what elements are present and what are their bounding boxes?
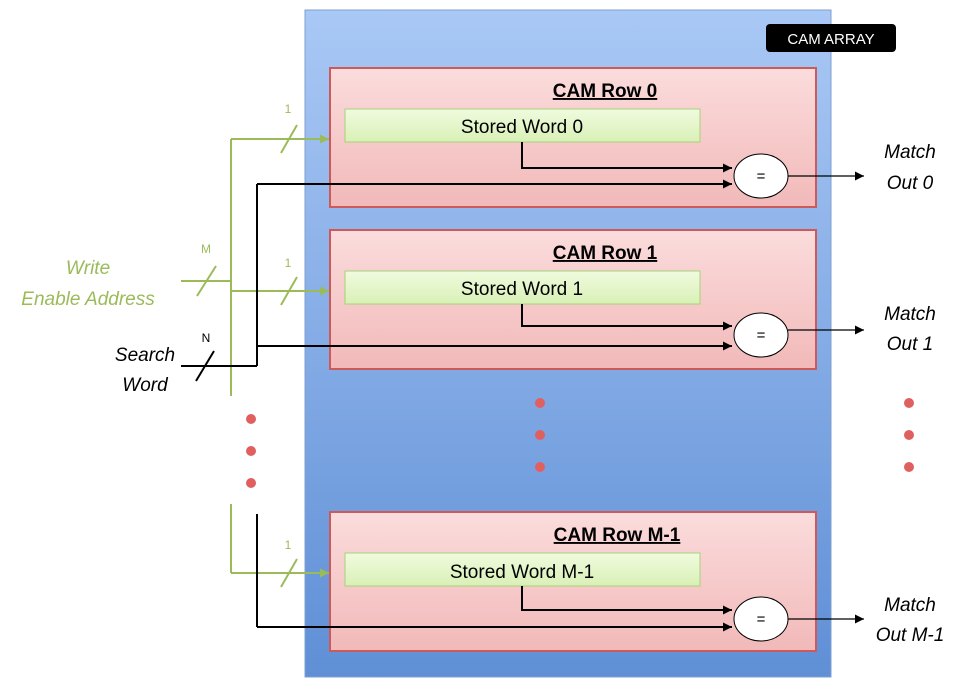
cam-row-1: CAM Row 1 Stored Word 1 = bbox=[329, 229, 817, 370]
write-enable-bus bbox=[181, 124, 329, 588]
svg-text:Match: Match bbox=[884, 595, 936, 616]
write-bus-width-labels: 1 1 1 M bbox=[201, 102, 292, 552]
comparator-symbol: = bbox=[757, 327, 766, 344]
cam-row-m-1: CAM Row M-1 Stored Word M-1 = bbox=[329, 511, 817, 652]
svg-text:Enable Address: Enable Address bbox=[21, 289, 155, 310]
svg-text:Out M-1: Out M-1 bbox=[876, 625, 945, 646]
svg-text:1: 1 bbox=[285, 538, 292, 552]
svg-text:Match: Match bbox=[884, 142, 936, 163]
svg-text:Write: Write bbox=[66, 258, 110, 279]
svg-text:CAM ARRAY: CAM ARRAY bbox=[787, 31, 874, 48]
comparator bbox=[733, 312, 789, 358]
stored-word-wires bbox=[521, 142, 732, 615]
cam-row-0: CAM Row 0 Stored Word 0 = bbox=[329, 67, 817, 208]
svg-text:Search: Search bbox=[115, 345, 175, 366]
match-out-labels: Match Out 0 Match Out 1 Match Out M-1 bbox=[876, 142, 945, 646]
svg-text:Word: Word bbox=[122, 375, 169, 396]
stored-word-label: Stored Word 1 bbox=[461, 279, 583, 300]
search-word-bus bbox=[181, 179, 732, 632]
cam-array-badge: CAM ARRAY bbox=[766, 24, 896, 52]
svg-text:M: M bbox=[201, 242, 211, 256]
cam-row-title: CAM Row 1 bbox=[553, 243, 658, 264]
search-word-label: Search Word bbox=[115, 345, 175, 396]
stored-word-label: Stored Word M-1 bbox=[450, 562, 594, 583]
svg-text:Out 0: Out 0 bbox=[887, 173, 934, 194]
svg-text:Match: Match bbox=[884, 304, 936, 325]
search-bus-width-label: N bbox=[202, 331, 211, 345]
comparator-symbol: = bbox=[757, 168, 766, 185]
write-enable-address-label: Write Enable Address bbox=[21, 258, 155, 310]
stored-word-box bbox=[344, 108, 701, 143]
comparator-symbol: = bbox=[757, 611, 766, 628]
stored-word-label: Stored Word 0 bbox=[461, 117, 583, 138]
match-out-wires bbox=[788, 171, 864, 624]
cam-row-title: CAM Row 0 bbox=[553, 81, 658, 102]
cam-row-title: CAM Row M-1 bbox=[554, 525, 681, 546]
svg-text:1: 1 bbox=[285, 102, 292, 116]
svg-text:1: 1 bbox=[285, 256, 292, 270]
ellipsis-dots bbox=[246, 398, 914, 488]
svg-text:Out 1: Out 1 bbox=[887, 334, 933, 355]
